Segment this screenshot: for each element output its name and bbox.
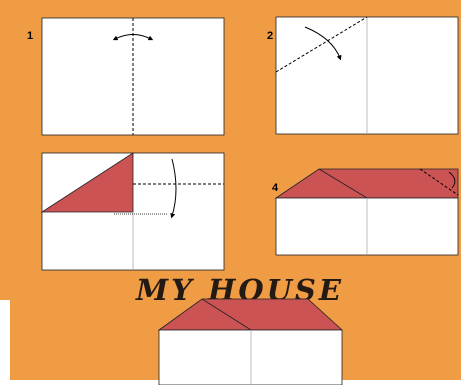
step-3: 3	[42, 153, 224, 270]
step-1: 1	[27, 18, 224, 135]
finished-house	[159, 299, 342, 385]
left-white-band	[0, 300, 10, 385]
step-4: 4	[272, 169, 458, 255]
step-4-number: 4	[272, 182, 279, 194]
step-2: 2	[267, 17, 458, 134]
finished-house-wall	[159, 330, 342, 385]
step-2-number: 2	[267, 30, 273, 42]
step-1-number: 1	[27, 30, 33, 42]
